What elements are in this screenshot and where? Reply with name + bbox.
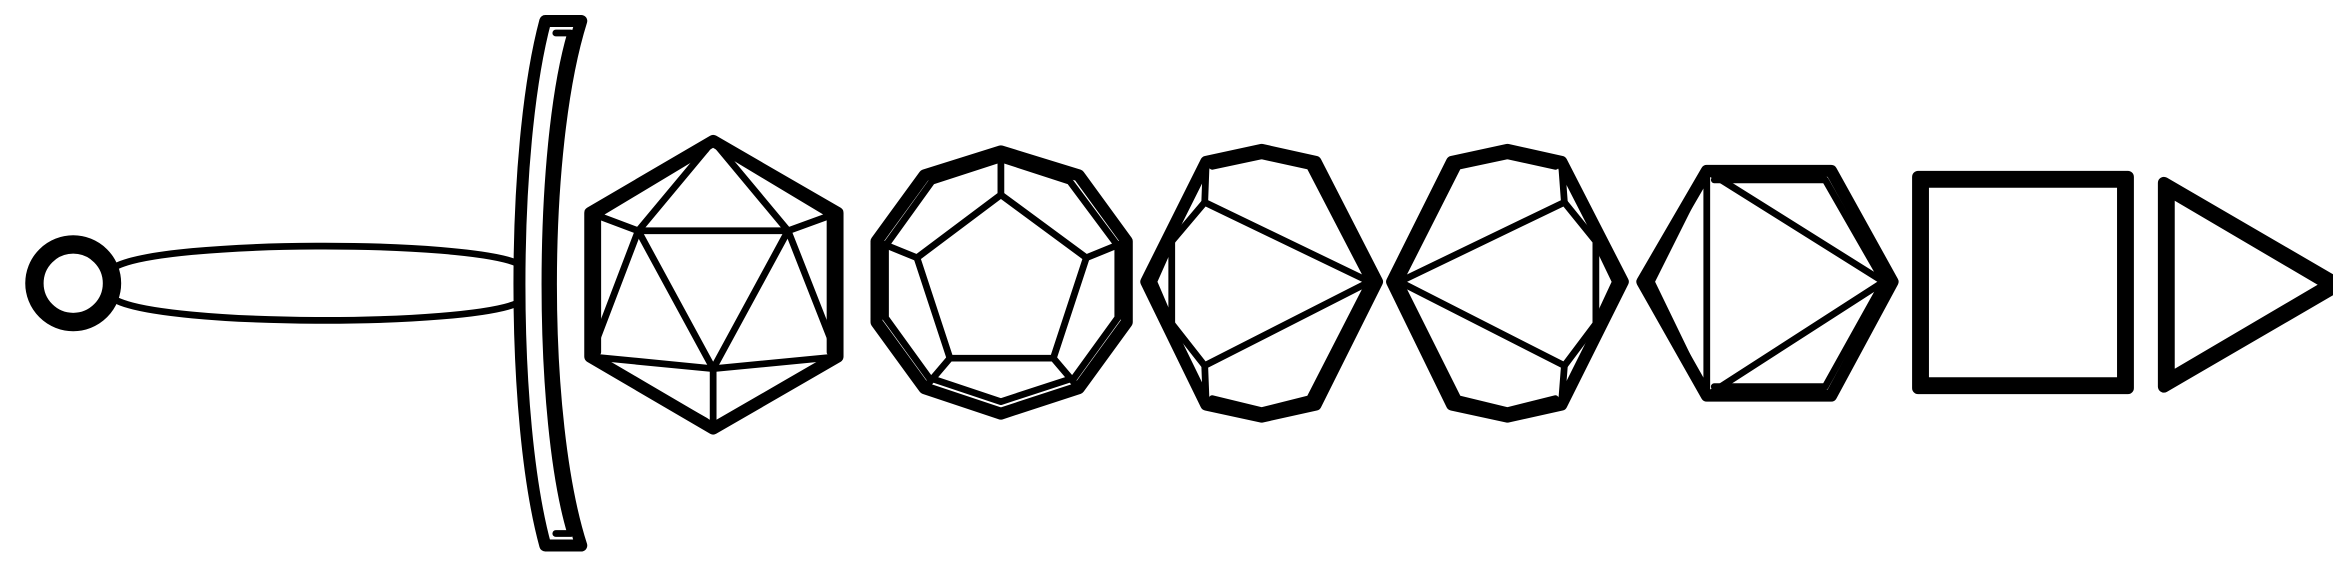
crossguard bbox=[513, 14, 588, 552]
square bbox=[1912, 170, 2134, 395]
pommel bbox=[25, 235, 122, 332]
octagon-section-b bbox=[1386, 143, 1629, 423]
octagon-section-a bbox=[1140, 143, 1384, 423]
dodecahedron bbox=[870, 145, 1133, 420]
triangle-tip bbox=[2157, 176, 2333, 393]
hexagon-section bbox=[1636, 164, 1899, 402]
grip bbox=[111, 242, 522, 324]
icosahedron bbox=[584, 134, 844, 435]
